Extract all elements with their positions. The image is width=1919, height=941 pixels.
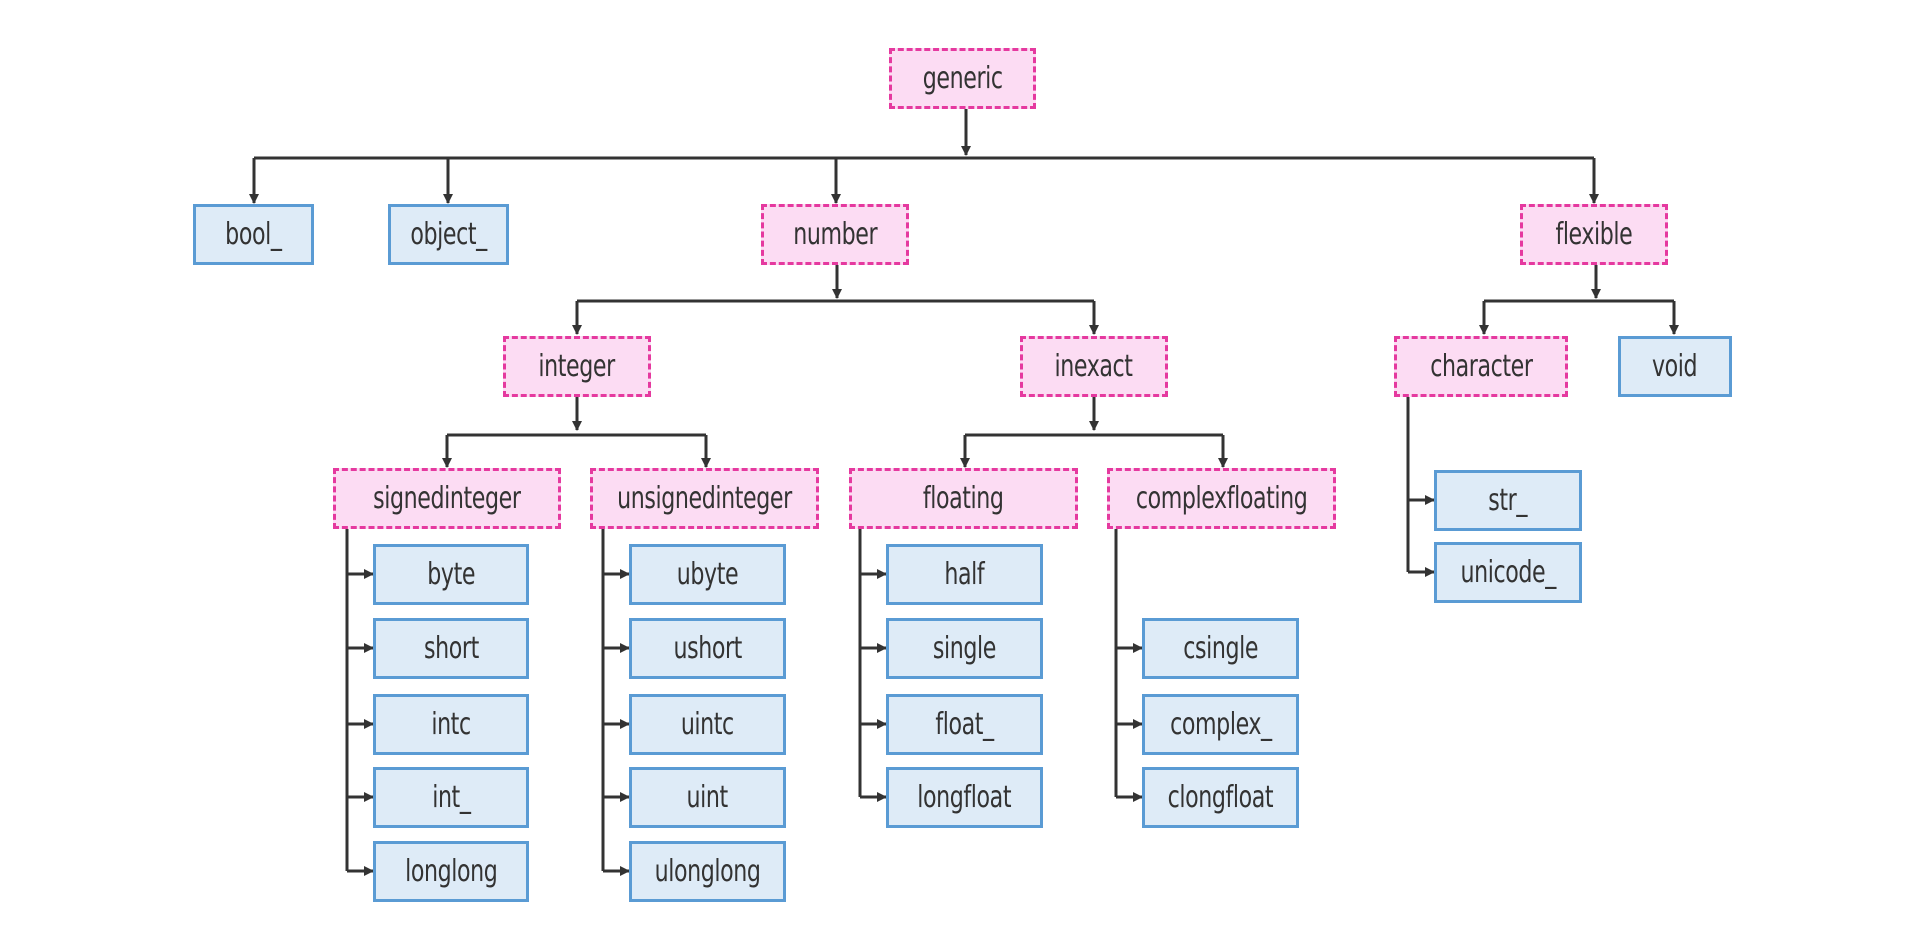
node-void: void: [1618, 336, 1732, 397]
node-ubyte: ubyte: [629, 544, 786, 605]
node-intc: intc: [373, 694, 529, 755]
node-integer: integer: [503, 336, 651, 397]
node-ushort: ushort: [629, 618, 786, 679]
node-csingle: csingle: [1142, 618, 1299, 679]
node-signedinteger: signedinteger: [333, 468, 561, 529]
node-complexfloating: complexfloating: [1107, 468, 1336, 529]
node-clongfloat: clongfloat: [1142, 767, 1299, 828]
node-bool: bool_: [193, 204, 314, 265]
node-object: object_: [388, 204, 509, 265]
node-short: short: [373, 618, 529, 679]
node-longfloat: longfloat: [886, 767, 1043, 828]
node-uintc: uintc: [629, 694, 786, 755]
node-generic: generic: [889, 48, 1036, 109]
node-unsignedinteger: unsignedinteger: [590, 468, 819, 529]
node-int: int_: [373, 767, 529, 828]
node-ulonglong: ulonglong: [629, 841, 786, 902]
node-number: number: [761, 204, 909, 265]
node-float: float_: [886, 694, 1043, 755]
node-longlong: longlong: [373, 841, 529, 902]
node-unicode: unicode_: [1434, 542, 1582, 603]
node-inexact: inexact: [1020, 336, 1168, 397]
node-byte: byte: [373, 544, 529, 605]
node-str: str_: [1434, 470, 1582, 531]
node-floating: floating: [849, 468, 1078, 529]
node-character: character: [1394, 336, 1568, 397]
node-uint: uint: [629, 767, 786, 828]
node-flexible: flexible: [1520, 204, 1668, 265]
node-single: single: [886, 618, 1043, 679]
node-half: half: [886, 544, 1043, 605]
node-complex: complex_: [1142, 694, 1299, 755]
